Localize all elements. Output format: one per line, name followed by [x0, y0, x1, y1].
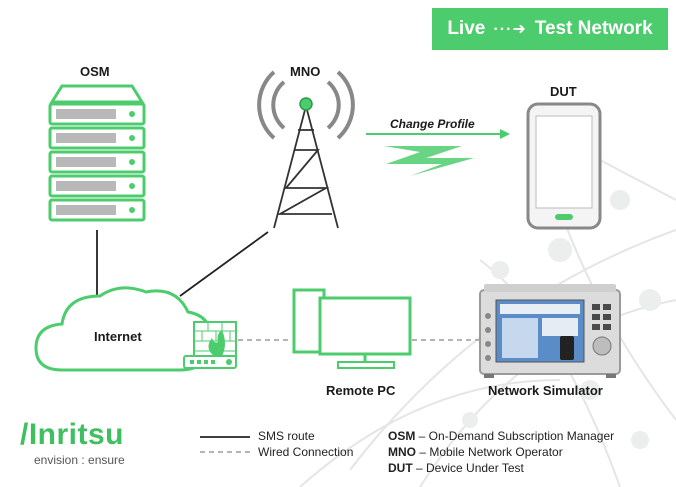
brand-tagline: envision : ensure [34, 453, 125, 467]
live-test-network-banner: Live ···➜ Test Network [432, 8, 668, 50]
osm-label: OSM [80, 64, 110, 79]
remote-pc-label: Remote PC [326, 383, 396, 398]
anritsu-logo: /Inritsu [20, 418, 125, 451]
abbr-osm: OSM – On-Demand Subscription Manager [388, 429, 615, 443]
mno-tower-icon [257, 70, 355, 140]
change-profile-label: Change Profile [390, 117, 475, 131]
legend-wired-connection: Wired Connection [258, 445, 354, 459]
internet-label: Internet [94, 329, 142, 344]
network-simulator-icon [479, 284, 621, 378]
firewall-icon [183, 321, 237, 369]
osm-server-icon [48, 84, 146, 222]
abbr-dut: DUT – Device Under Test [388, 461, 524, 475]
abbr-mno: MNO – Mobile Network Operator [388, 445, 563, 459]
dut-label: DUT [550, 84, 577, 99]
banner-arrow-icon: ···➜ [493, 21, 527, 38]
remote-pc-icon [292, 288, 412, 369]
legend-sms-route: SMS route [258, 429, 315, 443]
dut-phone-icon [526, 102, 602, 230]
change-profile-arrow [366, 129, 510, 176]
banner-right: Test Network [534, 18, 653, 39]
banner-left: Live [447, 18, 486, 39]
sms-route-lines [96, 230, 269, 300]
mno-antenna-dot [299, 97, 313, 111]
mno-label: MNO [290, 64, 321, 79]
mno-tower-structure [273, 105, 339, 229]
network-simulator-label: Network Simulator [488, 383, 603, 398]
background-network-nodes [462, 190, 661, 449]
